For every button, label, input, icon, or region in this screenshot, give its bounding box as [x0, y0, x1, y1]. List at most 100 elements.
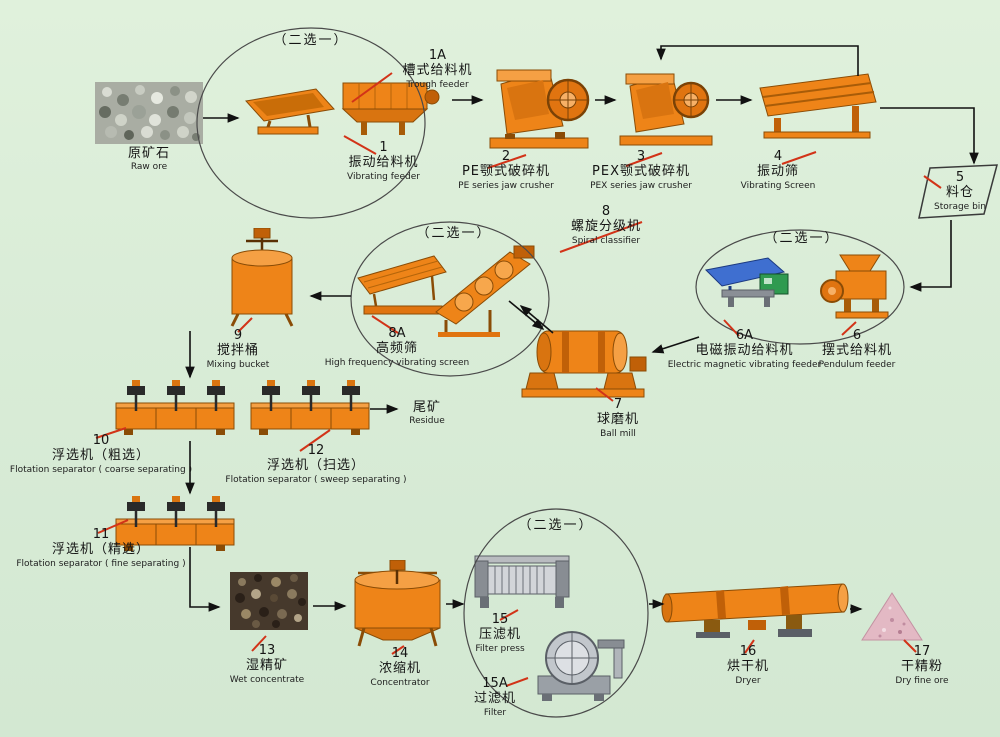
choose-one-text: （二选一） [518, 518, 594, 533]
label-residue: 尾矿 Residue [392, 400, 462, 427]
label-concentrator: 14 浓缩机 Concentrator [338, 646, 462, 688]
label-spiral-classifier: 8 螺旋分级机 Spiral classifier [540, 204, 672, 246]
label-trough-feeder: 1A 槽式给料机 Trough feeder [380, 48, 495, 90]
electromagnetic-feeder-figure [702, 250, 808, 314]
label-choose-one-top: （二选一） [243, 33, 379, 48]
equipment-name-zh: 振动给料机 [348, 155, 419, 171]
raw-ore-figure [95, 82, 203, 144]
equipment-number: 1 [379, 140, 388, 155]
equipment-name-zh: 搅拌桶 [216, 343, 259, 359]
ball-mill-figure [518, 313, 648, 401]
equipment-number: 1A [428, 48, 447, 63]
equipment-name-zh: 烘干机 [726, 659, 769, 675]
dry-fine-ore-figure [860, 590, 924, 644]
label-pe-jaw-crusher: 2 PE颚式破碎机 PE series jaw crusher [438, 149, 574, 191]
label-pex-jaw-crusher: 3 PEX颚式破碎机 PEX series jaw crusher [570, 149, 712, 191]
label-flotation-sweep: 12 浮选机（扫选） Flotation separator ( sweep s… [222, 443, 410, 485]
label-storage-bin: 5 料仓 Storage bin [924, 170, 996, 212]
equipment-name-zh: 浓缩机 [378, 661, 421, 677]
label-choose-one-bottom: （二选一） [494, 518, 618, 533]
equipment-name-en: Trough feeder [406, 79, 469, 90]
pe-jaw-crusher-figure [485, 58, 593, 152]
equipment-number: 17 [913, 644, 931, 659]
equipment-name-en: PE series jaw crusher [458, 180, 554, 191]
label-dry-fine-ore: 17 干精粉 Dry fine ore [868, 644, 976, 686]
equipment-name-zh: 电磁振动给料机 [695, 343, 794, 359]
pendulum-feeder-figure [816, 253, 904, 321]
equipment-number: 5 [955, 170, 965, 185]
dryer-figure [660, 568, 856, 644]
flotation-coarse-figure [112, 378, 238, 436]
equipment-number: 16 [739, 644, 757, 659]
equipment-name-zh: 浮选机（粗选） [51, 448, 150, 464]
label-choose-one-right: （二选一） [740, 231, 864, 246]
equipment-name-en: Filter [483, 707, 507, 718]
equipment-name-en: Mixing bucket [206, 359, 270, 370]
concentrator-figure [350, 560, 445, 648]
mixing-bucket-figure [220, 228, 304, 328]
flotation-fine-figure [112, 494, 238, 552]
equipment-name-en: Ball mill [600, 428, 636, 439]
stream-name-en: Residue [409, 416, 445, 427]
equipment-name-zh: 压滤机 [478, 627, 521, 643]
equipment-name-zh: 球磨机 [596, 412, 639, 428]
equipment-number: 2 [501, 149, 511, 164]
equipment-name-en: Vibrating feeder [347, 171, 420, 182]
equipment-name-en: Concentrator [370, 677, 430, 688]
stream-name-en: Dry fine ore [895, 675, 949, 686]
label-raw-ore: 原矿石 Raw ore [93, 146, 205, 173]
equipment-name-en: Flotation separator ( coarse separating … [9, 464, 193, 475]
equipment-name-en: Filter press [475, 643, 525, 654]
label-wet-concentrate: 13 湿精矿 Wet concentrate [198, 643, 336, 685]
label-pendulum-feeder: 6 摆式给料机 Pendulum feeder [798, 328, 916, 370]
equipment-name-en: Vibrating Screen [740, 180, 816, 191]
equipment-name-en: Dryer [735, 675, 761, 686]
equipment-name-zh: 高频筛 [375, 341, 418, 357]
label-choose-one-mid: （二选一） [392, 226, 516, 241]
equipment-name-en: Electric magnetic vibrating feeder [667, 359, 822, 370]
equipment-name-en: High frequency vibrating screen [324, 357, 470, 368]
equipment-name-zh: 原矿石 [127, 146, 170, 161]
choose-one-text: （二选一） [416, 226, 492, 241]
equipment-name-zh: 螺旋分级机 [570, 219, 641, 235]
equipment-number: 14 [391, 646, 409, 661]
equipment-number: 4 [773, 149, 783, 164]
stream-name-zh: 尾矿 [412, 400, 441, 415]
label-electromagnetic-feeder: 6A 电磁振动给料机 Electric magnetic vibrating f… [652, 328, 837, 370]
equipment-number: 13 [258, 643, 276, 658]
equipment-name-en: Flotation separator ( sweep separating ) [225, 474, 407, 485]
equipment-number: 6 [852, 328, 862, 343]
stream-name-zh: 湿精矿 [245, 658, 288, 674]
equipment-name-zh: 浮选机（扫选） [266, 458, 365, 474]
equipment-name-zh: 过滤机 [473, 691, 516, 707]
vibrating-screen-figure [750, 68, 882, 142]
equipment-number: 12 [307, 443, 325, 458]
flotation-sweep-figure [247, 378, 373, 436]
equipment-name-zh: PE颚式破碎机 [461, 164, 551, 180]
label-flotation-coarse: 10 浮选机（粗选） Flotation separator ( coarse … [8, 433, 194, 475]
equipment-name-zh: 浮选机（精选） [51, 542, 150, 558]
wet-concentrate-figure [228, 568, 310, 634]
equipment-number: 3 [636, 149, 646, 164]
stream-name-zh: 干精粉 [900, 659, 943, 675]
equipment-number: 9 [233, 328, 243, 343]
equipment-number: 6A [735, 328, 754, 343]
equipment-name-en: Raw ore [130, 162, 168, 173]
equipment-name-zh: 振动筛 [756, 164, 799, 180]
equipment-number: 15A [482, 676, 508, 691]
label-flotation-fine: 11 浮选机（精选） Flotation separator ( fine se… [8, 527, 194, 569]
label-vibrating-feeder: 1 振动给料机 Vibrating feeder [326, 140, 441, 182]
label-dryer: 16 烘干机 Dryer [692, 644, 804, 686]
choose-one-text: （二选一） [273, 33, 349, 48]
equipment-number: 11 [92, 527, 110, 542]
label-filter: 15A 过滤机 Filter [445, 676, 545, 718]
storage-bin-figure [918, 164, 998, 220]
label-mixing-bucket: 9 搅拌桶 Mixing bucket [182, 328, 294, 370]
equipment-number: 8 [601, 204, 611, 219]
equipment-name-en: Spiral classifier [571, 235, 641, 246]
stream-name-en: Wet concentrate [229, 674, 305, 685]
label-filter-press: 15 压滤机 Filter press [445, 612, 555, 654]
pex-jaw-crusher-figure [616, 62, 716, 150]
trough-feeder-figure [240, 85, 340, 140]
label-high-frequency-screen: 8A 高频筛 High frequency vibrating screen [302, 326, 492, 368]
